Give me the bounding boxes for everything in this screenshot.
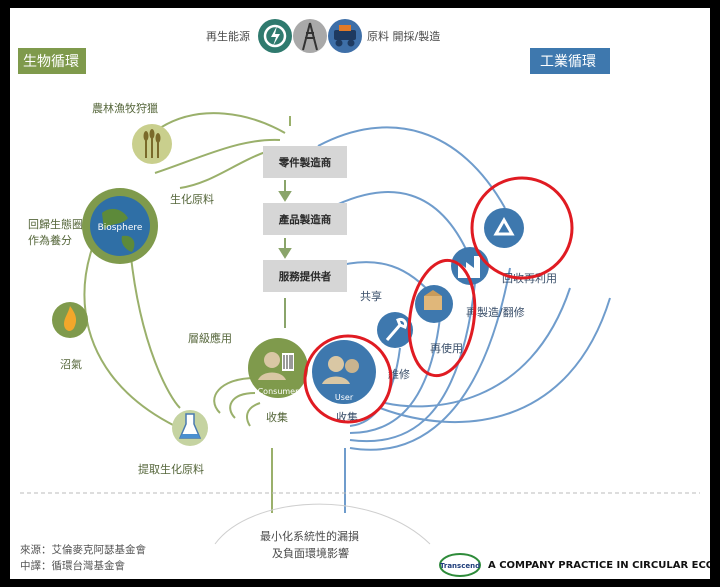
return-biosphere-line2: 作為養分 [28,233,72,247]
flask-icon [172,410,208,446]
cascade-label: 層級應用 [188,331,232,345]
agriculture-label: 農林漁牧狩獵 [92,101,158,115]
leakage-line2: 及負面環境影響 [272,546,349,560]
remanufacture-label: 再製造/翻修 [466,305,525,319]
tech-flow-arrows [317,126,611,513]
reuse-label: 再使用 [430,342,463,355]
share-label: 共享 [360,289,382,303]
leakage-line1: 最小化系統性的漏損 [260,529,359,543]
company-practice-label: A COMPANY PRACTICE IN CIRCULAR ECONOMY ❯… [488,560,710,571]
renewable-energy-label: 再生能源 [206,29,250,43]
recycle-icon [484,208,524,248]
bio-cycle-title: 生物循環 [23,54,79,70]
bio-flow-arrows [83,112,291,513]
highlight-circles [303,176,574,424]
energy-icon [258,19,292,53]
service-provider-box: 服務提供者 [263,260,347,292]
circular-economy-diagram: 再生能源 原料 開採/製造 生物循環 工業循環 [18,19,720,577]
svg-text:Transcend: Transcend [440,562,480,570]
recycle-highlight-circle [470,176,574,280]
user-icon: User [312,340,376,404]
return-biosphere-line1: 回歸生態圈 [28,217,83,231]
chain-arrows [278,180,292,328]
extract-biochem-label: 提取生化原料 [138,462,204,476]
raw-materials-label: 原料 開採/製造 [367,29,440,43]
user-label: User [335,393,354,402]
product-manufacturer-box: 產品製造商 [263,203,347,235]
consumer-icon: Consumer [248,338,308,398]
user-highlight-circle [303,334,393,424]
source-line1: 來源：艾倫麥克阿瑟基金會 [20,543,146,556]
transcend-logo: Transcend [439,553,481,577]
wrench-icon [377,312,413,348]
maintain-label: 維修 [388,367,410,381]
svg-text:產品製造商: 產品製造商 [278,213,332,226]
source-line2: 中譯：循環台灣基金會 [20,559,125,572]
bio-collect-label: 收集 [266,410,288,424]
wheat-icon [132,124,172,164]
leakage-arc [214,503,431,545]
biosphere-globe-icon: Biosphere [82,188,158,264]
oil-rig-icon [293,19,327,53]
biogas-label: 沼氣 [60,357,82,371]
parts-manufacturer-box: 零件製造商 [263,146,347,178]
diagram-frame: 再生能源 原料 開採/製造 生物循環 工業循環 [10,8,720,579]
flame-icon [52,302,88,338]
mining-truck-icon [328,19,362,53]
bio-cycle-header-bg [18,48,86,74]
box-icon [415,285,453,323]
industrial-cycle-title: 工業循環 [540,54,596,70]
reuse-highlight-circle [407,258,477,378]
svg-text:服務提供者: 服務提供者 [279,270,332,283]
biosphere-label: Biosphere [98,223,143,233]
biochemical-feedstock-label: 生化原料 [170,192,214,206]
industrial-cycle-header-bg [530,48,610,74]
consumer-label: Consumer [258,387,300,396]
svg-text:零件製造商: 零件製造商 [278,156,332,169]
